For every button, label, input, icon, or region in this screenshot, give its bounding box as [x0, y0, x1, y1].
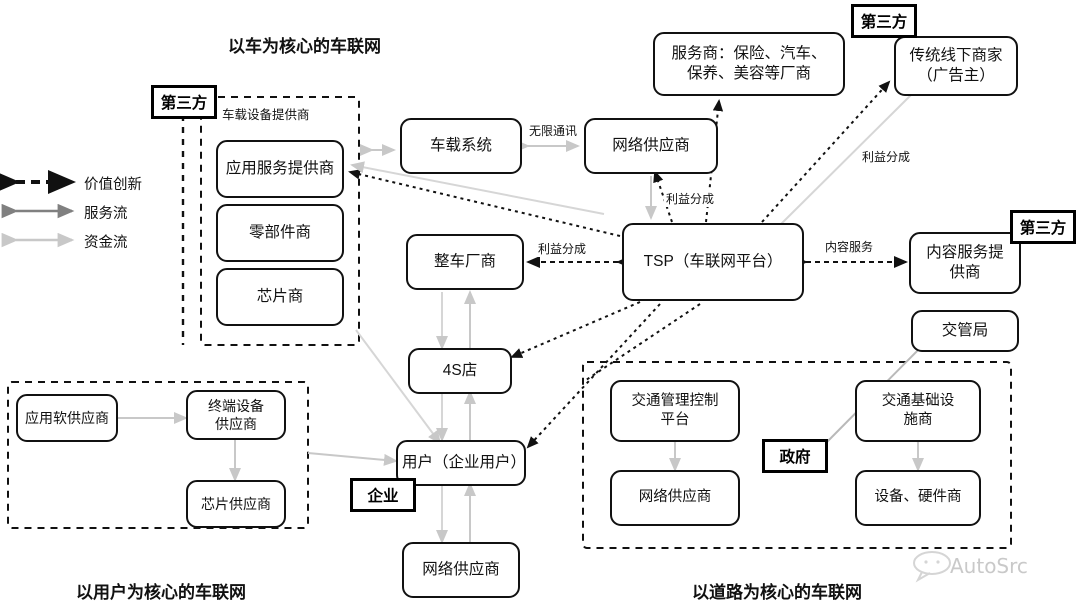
legend-label-value-innovation: 价值创新 — [84, 177, 142, 193]
node-equipment-hardware[interactable]: 设备、硬件商 — [855, 470, 981, 526]
edge-label-profit-share-oem: 利益分成 — [536, 240, 589, 257]
node-network-provider-bottom[interactable]: 网络供应商 — [402, 542, 520, 598]
node-offline-merchants[interactable]: 传统线下商家 （广告主） — [894, 36, 1018, 96]
edge-label-content-service: 内容服务 — [823, 238, 876, 255]
tag-third-party-top[interactable]: 第三方 — [851, 4, 917, 38]
tag-enterprise[interactable]: 企业 — [350, 478, 416, 512]
node-app-software-supplier[interactable]: 应用软供应商 — [16, 394, 118, 442]
caption-user-centric: 以用户为核心的车联网 — [76, 583, 246, 602]
title-vehicle-centric: 以车为核心的车联网 — [228, 37, 381, 56]
node-app-service-provider[interactable]: 应用服务提供商 — [216, 140, 344, 198]
node-tsp[interactable]: TSP（车联网平台） — [622, 223, 804, 301]
node-network-provider-road[interactable]: 网络供应商 — [610, 470, 740, 526]
caption-road-centric: 以道路为核心的车联网 — [692, 583, 862, 602]
edge-label-wireless-comm: 无限通讯 — [527, 122, 580, 139]
node-traffic-control-platform[interactable]: 交通管理控制 平台 — [610, 380, 740, 442]
legend-label-service-flow: 服务流 — [84, 206, 128, 222]
node-chip-maker[interactable]: 芯片商 — [216, 268, 344, 326]
tag-government[interactable]: 政府 — [762, 439, 828, 473]
node-oem[interactable]: 整车厂商 — [406, 234, 524, 290]
edge-label-profit-share-network: 利益分成 — [664, 190, 717, 207]
node-network-provider-top[interactable]: 网络供应商 — [584, 118, 718, 174]
node-traffic-infra-supplier[interactable]: 交通基础设 施商 — [855, 380, 981, 442]
node-parts-supplier[interactable]: 零部件商 — [216, 204, 344, 262]
node-terminal-device-supplier[interactable]: 终端设备 供应商 — [186, 390, 286, 440]
node-chip-supplier[interactable]: 芯片供应商 — [186, 480, 286, 528]
node-user[interactable]: 用户（企业用户） — [396, 440, 526, 486]
group-label-device-supplier: 车载设备提供商 — [222, 108, 310, 122]
node-vehicle-system[interactable]: 车载系统 — [400, 118, 522, 174]
node-dealer-4s[interactable]: 4S店 — [408, 348, 512, 394]
watermark-autosrc: AutoSrc — [950, 554, 1028, 578]
tag-third-party-left[interactable]: 第三方 — [151, 85, 217, 119]
node-service-providers[interactable]: 服务商：保险、汽车、 保养、美容等厂商 — [653, 32, 845, 96]
tag-third-party-right[interactable]: 第三方 — [1010, 210, 1076, 244]
legend-label-capital-flow: 资金流 — [84, 235, 128, 251]
node-content-service-provider[interactable]: 内容服务提 供商 — [909, 232, 1021, 294]
node-traffic-bureau[interactable]: 交管局 — [911, 310, 1019, 352]
edge-label-profit-share-merchant: 利益分成 — [860, 148, 913, 165]
